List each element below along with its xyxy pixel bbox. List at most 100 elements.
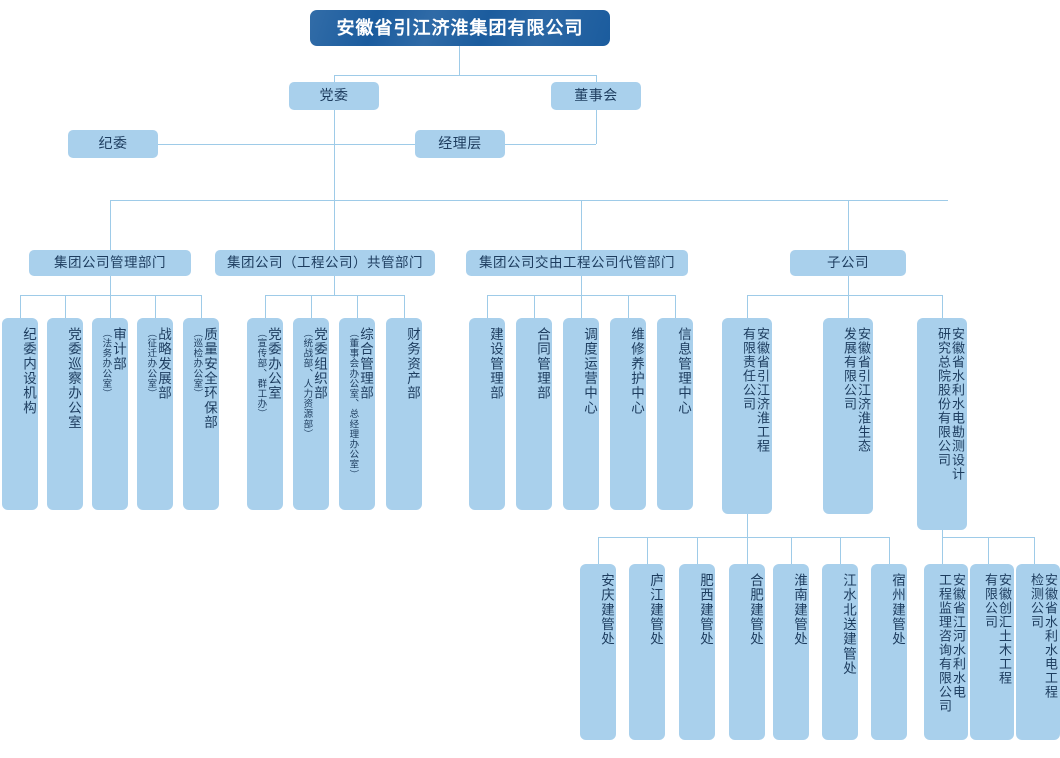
connector-to-board — [596, 75, 597, 82]
construction-office-box-3[interactable]: 合肥建管处 — [729, 564, 765, 740]
connector-root-down — [459, 46, 460, 75]
joint-dept-box-3[interactable]: 财务资产部 — [386, 318, 422, 510]
connector-cat2-drop — [334, 200, 335, 250]
design-subsidiary-label-1-col2: 有限公司 — [982, 573, 998, 629]
connector-discipline-to-manager — [158, 144, 415, 145]
delegated-dept-label-0: 建设管理部 — [488, 327, 503, 401]
delegated-dept-box-4[interactable]: 信息管理中心 — [657, 318, 693, 510]
dept-note-2: （法务办公室） — [100, 328, 112, 399]
connector-to-party-committee — [334, 75, 335, 82]
subsidiary-box-0[interactable]: 安徽省引江济淮工程 有限责任公司 — [722, 318, 772, 514]
dept-note-3: （征迁办公室） — [145, 328, 157, 399]
joint-dept-box-1[interactable]: 党委组织部 （统战部、人力资源部） — [293, 318, 329, 510]
delegated-dept-box-2[interactable]: 调度运营中心 — [563, 318, 599, 510]
connector-office-c3 — [697, 537, 698, 564]
category-delegated-management-label: 集团公司交由工程公司代管部门 — [479, 254, 675, 270]
construction-office-label-3: 合肥建管处 — [748, 573, 763, 647]
joint-dept-note-1: （统战部、人力资源部） — [301, 328, 313, 440]
dept-box-3[interactable]: 战略发展部 （征迁办公室） — [137, 318, 173, 510]
connector-g2-c3 — [357, 295, 358, 318]
connector-g4-c3 — [942, 295, 943, 318]
delegated-dept-label-3: 维修养护中心 — [629, 327, 644, 416]
dept-note-4: （巡检办公室） — [191, 328, 203, 399]
dept-label-4: 质量安全环保部 — [202, 327, 217, 430]
connector-cat4-drop — [848, 200, 849, 250]
connector-g4-c1 — [747, 295, 748, 318]
connector-g4-down — [848, 276, 849, 295]
connector-offices-bus — [598, 537, 889, 538]
design-subsidiary-box-2[interactable]: 安徽省水利水电工程 检测公司 — [1016, 564, 1060, 740]
design-subsidiary-box-1[interactable]: 安徽创汇土木工程 有限公司 — [970, 564, 1014, 740]
discipline-committee-box[interactable]: 纪委 — [68, 130, 158, 158]
joint-dept-box-0[interactable]: 党委办公室 （宣传部、群工办） — [247, 318, 283, 510]
subsidiary-label-1-col1: 安徽省引江济淮生态 — [856, 327, 871, 453]
dept-label-1: 党委巡察办公室 — [66, 327, 81, 430]
construction-office-label-2: 肥西建管处 — [698, 573, 713, 647]
board-of-directors-box[interactable]: 董事会 — [551, 82, 641, 110]
construction-office-box-4[interactable]: 淮南建管处 — [773, 564, 809, 740]
root-company-box[interactable]: 安徽省引江济淮集团有限公司 — [310, 10, 610, 46]
joint-dept-note-0: （宣传部、群工办） — [255, 328, 267, 419]
manager-layer-box[interactable]: 经理层 — [415, 130, 505, 158]
category-delegated-management-box[interactable]: 集团公司交由工程公司代管部门 — [466, 250, 688, 276]
construction-office-box-2[interactable]: 肥西建管处 — [679, 564, 715, 740]
category-joint-management-box[interactable]: 集团公司（工程公司）共管部门 — [215, 250, 435, 276]
construction-office-box-0[interactable]: 安庆建管处 — [580, 564, 616, 740]
connector-g1-c4 — [155, 295, 156, 318]
connector-office-c1 — [598, 537, 599, 564]
category-group-management-box[interactable]: 集团公司管理部门 — [29, 250, 191, 276]
connector-g2-c1 — [265, 295, 266, 318]
connector-g3-c4 — [628, 295, 629, 318]
connector-g1-c2 — [65, 295, 66, 318]
joint-dept-box-2[interactable]: 综合管理部 （董事会办公室、总经理办公室） — [339, 318, 375, 510]
connector-g3-c3 — [581, 295, 582, 318]
dept-box-4[interactable]: 质量安全环保部 （巡检办公室） — [183, 318, 219, 510]
connector-g2-c2 — [311, 295, 312, 318]
category-subsidiaries-box[interactable]: 子公司 — [790, 250, 906, 276]
subsidiary-label-1-col2: 发展有限公司 — [841, 327, 857, 411]
dept-box-2[interactable]: 审计部 （法务办公室） — [92, 318, 128, 510]
delegated-dept-box-3[interactable]: 维修养护中心 — [610, 318, 646, 510]
connector-g3-c5 — [675, 295, 676, 318]
connector-office-c2 — [647, 537, 648, 564]
connector-g2-down — [334, 276, 335, 295]
joint-dept-label-3: 财务资产部 — [405, 327, 420, 401]
delegated-dept-box-1[interactable]: 合同管理部 — [516, 318, 552, 510]
delegated-dept-box-0[interactable]: 建设管理部 — [469, 318, 505, 510]
connector-category-bus — [110, 200, 948, 201]
connector-offices-down — [747, 514, 748, 564]
connector-office-c5 — [791, 537, 792, 564]
connector-g1-down — [110, 276, 111, 295]
design-subsidiary-label-0-col2: 工程监理咨询有限公司 — [936, 573, 952, 713]
construction-office-box-6[interactable]: 宿州建管处 — [871, 564, 907, 740]
dept-box-0[interactable]: 纪委内设机构 — [2, 318, 38, 510]
connector-g2-c4 — [404, 295, 405, 318]
construction-office-box-1[interactable]: 庐江建管处 — [629, 564, 665, 740]
construction-office-label-0: 安庆建管处 — [599, 573, 614, 647]
design-subsidiary-label-0-col1: 安徽省江河水利水电 — [951, 573, 966, 699]
design-subsidiary-box-0[interactable]: 安徽省江河水利水电 工程监理咨询有限公司 — [924, 564, 968, 740]
subsidiary-box-1[interactable]: 安徽省引江济淮生态 发展有限公司 — [823, 318, 873, 514]
construction-office-box-5[interactable]: 江水北送建管处 — [822, 564, 858, 740]
dept-box-1[interactable]: 党委巡察办公室 — [47, 318, 83, 510]
connector-g3-c1 — [487, 295, 488, 318]
subsidiary-label-0-col1: 安徽省引江济淮工程 — [755, 327, 770, 453]
connector-office-c7 — [889, 537, 890, 564]
design-subsidiary-label-1-col1: 安徽创汇土木工程 — [997, 573, 1012, 685]
connector-level2-bus — [334, 75, 596, 76]
manager-layer-label: 经理层 — [438, 135, 482, 152]
connector-cat3-drop — [581, 200, 582, 250]
design-subsidiary-label-2-col1: 安徽省水利水电工程 — [1043, 573, 1058, 699]
category-group-management-label: 集团公司管理部门 — [54, 254, 166, 270]
connector-g1-c5 — [201, 295, 202, 318]
party-committee-box[interactable]: 党委 — [289, 82, 379, 110]
dept-label-2: 审计部 — [111, 327, 126, 372]
delegated-dept-label-1: 合同管理部 — [535, 327, 550, 401]
delegated-dept-label-2: 调度运营中心 — [582, 327, 597, 416]
category-subsidiaries-label: 子公司 — [827, 254, 869, 270]
subsidiary-box-2[interactable]: 安徽省水利水电勘测设计 研究总院股份有限公司 — [917, 318, 967, 530]
connector-board-down — [596, 110, 597, 144]
joint-dept-label-0: 党委办公室 — [266, 327, 281, 401]
subsidiary-label-0-col2: 有限责任公司 — [740, 327, 756, 411]
discipline-committee-label: 纪委 — [98, 135, 128, 152]
